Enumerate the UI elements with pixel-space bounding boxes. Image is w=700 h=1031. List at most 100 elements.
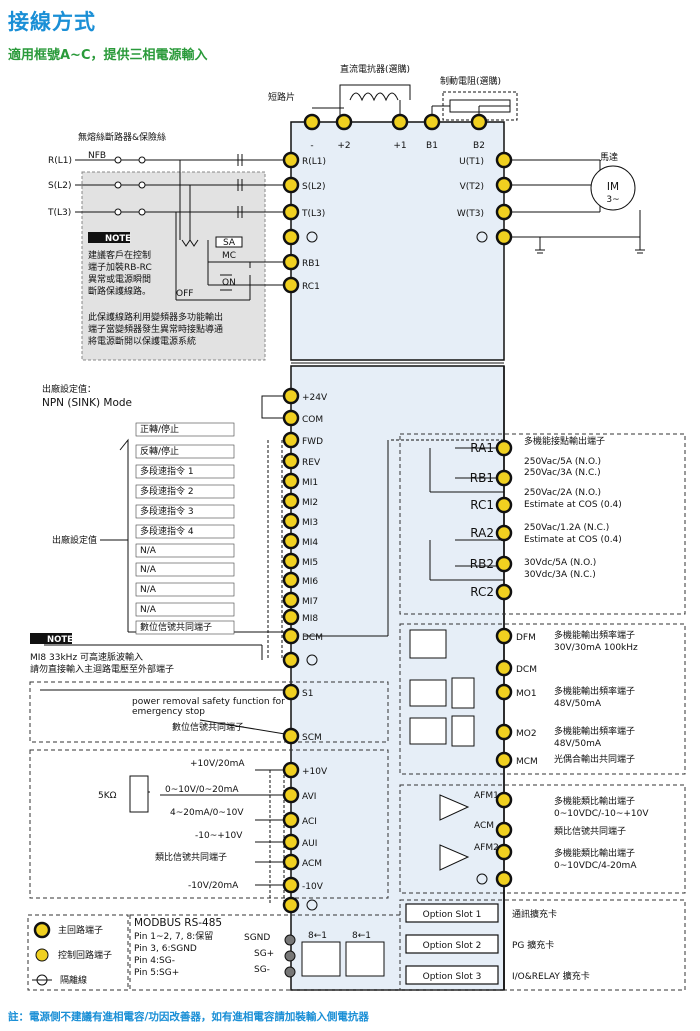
range1-label: 0~10V/0~20mA (165, 785, 239, 795)
input-function-label: 反轉/停止 (140, 445, 179, 457)
output-desc: 48V/50mA (554, 699, 602, 709)
relay-desc: Estimate at COS (0.4) (524, 535, 622, 545)
control-terminal-label: DCM (302, 633, 323, 643)
modbus-pin: Pin 3, 6:SGND (134, 944, 197, 954)
input-function-box (135, 524, 235, 539)
note-line: 端子加裝RB-RC (88, 261, 152, 273)
relay-desc: Estimate at COS (0.4) (524, 500, 622, 510)
plus10-label: +10V/20mA (190, 759, 245, 769)
control-terminal-+24V (282, 387, 300, 405)
main-left-terminal (282, 276, 300, 294)
control-terminal-label: MI1 (302, 478, 318, 488)
output-desc: 30V/30mA 100kHz (554, 643, 638, 653)
main-right-terminal (495, 176, 513, 194)
control-terminal-label: MI8 (302, 614, 318, 624)
sto-common-label: 數位信號共同端子 (172, 721, 244, 733)
input-function-label: 多段速指令 2 (140, 485, 194, 497)
output-terminal-label: MO1 (516, 689, 537, 699)
main-left-label: S(L2) (302, 182, 325, 192)
input-function-label: 多段速指令 4 (140, 525, 194, 537)
main-left-terminal (282, 203, 300, 221)
output-terminal-MO2 (495, 723, 513, 741)
control-terminal-label: MI5 (302, 558, 318, 568)
output-terminal-label: MCM (516, 757, 538, 767)
modbus-terminal (284, 934, 296, 946)
motor-im-label: IM (607, 181, 619, 193)
range3-label: -10~+10V (195, 831, 243, 841)
slot-desc: PG 擴充卡 (512, 939, 554, 951)
page-subtitle: 適用框號A~C，提供三相電源輸入 (8, 48, 208, 63)
analog-out-desc: 多機能類比輸出端子 (554, 795, 635, 807)
relay-terminal-label: RB1 (470, 471, 494, 485)
relay-region (399, 433, 686, 615)
control-terminal-+10V (282, 761, 300, 779)
control-terminal-label: +10V (302, 767, 328, 777)
relay-desc: 250Vac/5A (N.O.) (524, 457, 601, 467)
control-terminal-ACI (282, 811, 300, 829)
control-terminal-label: ACM (302, 859, 322, 869)
note-line: 斷路保護線路。 (88, 285, 151, 297)
control-terminal-label: S1 (302, 689, 313, 699)
output-terminal-label: DFM (516, 633, 536, 643)
relay-terminal-RC1 (495, 496, 513, 514)
relay-desc: 250Vac/1.2A (N.C.) (524, 523, 609, 533)
control-terminal-label: COM (302, 415, 323, 425)
output-terminal-label: MO2 (516, 729, 537, 739)
main-left-label: R(L1) (302, 157, 326, 167)
control-terminal-AUI (282, 833, 300, 851)
relay-sa-label: SA (223, 238, 236, 248)
factory-label: 出廠設定值： (42, 383, 96, 395)
ground-terminal-right (495, 228, 513, 246)
factory-setting-label: 出廠設定值 (52, 534, 97, 546)
output-terminal-MO1 (495, 683, 513, 701)
dc-reactor-label: 直流電抗器(選購) (340, 63, 410, 75)
analog-in-region (29, 749, 389, 899)
main-left-label: RB1 (302, 259, 320, 269)
main-terminal-4 (470, 113, 488, 131)
analog-common-label: 類比信號共同端子 (155, 851, 227, 863)
control-terminal-MI4 (282, 532, 300, 550)
input-function-box (135, 444, 235, 459)
input-line-label: R(L1) (48, 156, 72, 166)
main-right-label: W(T3) (457, 209, 484, 219)
relay-desc: 30Vdc/5A (N.O.) (524, 558, 596, 568)
main-left-terminal (282, 176, 300, 194)
brake-resistor-label: 制動電阻(選購) (440, 75, 501, 87)
relay-terminal-RA1 (495, 439, 513, 457)
main-terminal-label: +2 (337, 141, 350, 151)
output-terminal-label: DCM (516, 665, 537, 675)
control-terminal-S1 (282, 683, 300, 701)
breaker-label: 無熔絲斷路器&保險絲 (78, 131, 166, 143)
note-line: 異常或電源瞬間 (88, 273, 151, 285)
control-terminal-DCM (282, 627, 300, 645)
sto-region (29, 681, 389, 743)
analog-out-desc: 類比信號共同端子 (554, 825, 626, 837)
relay-terminal-label: RA2 (470, 526, 494, 540)
input-function-box (135, 504, 235, 519)
mi8-label: MI8 33kHz 可高速脈波輸入 (30, 651, 143, 663)
control-terminal-label: ACI (302, 817, 317, 827)
analog-out-desc: 0~10VDC/-10~+10V (554, 809, 649, 819)
control-terminal-label: SCM (302, 733, 322, 743)
relay-terminal-RA2 (495, 524, 513, 542)
input-function-label: N/A (140, 546, 157, 556)
input-function-box (135, 484, 235, 499)
main-left-terminal (282, 253, 300, 271)
control-terminal-SCM (282, 727, 300, 745)
input-function-label: N/A (140, 605, 157, 615)
motor-phase-label: 3~ (606, 195, 619, 205)
motor-label: 馬達 (600, 151, 618, 163)
relay-terminal-label: RA1 (470, 441, 494, 455)
control-terminal-label: MI2 (302, 498, 318, 508)
page-title: 接線方式 (8, 10, 96, 34)
sgnd-label: SGND (244, 933, 270, 943)
main-terminal-label: B1 (426, 141, 438, 151)
legend-main-label: 主回路端子 (58, 924, 103, 936)
input-function-box (135, 543, 235, 558)
main-right-label: V(T2) (460, 182, 484, 192)
output-desc: 多機能輸出頻率端子 (554, 725, 635, 737)
control-terminal-label: MI6 (302, 577, 318, 587)
slot-label: Option Slot 2 (423, 941, 482, 951)
legend-ctrl-dot (35, 948, 49, 962)
analog-out-terminal-label: AFM2 (474, 843, 499, 853)
